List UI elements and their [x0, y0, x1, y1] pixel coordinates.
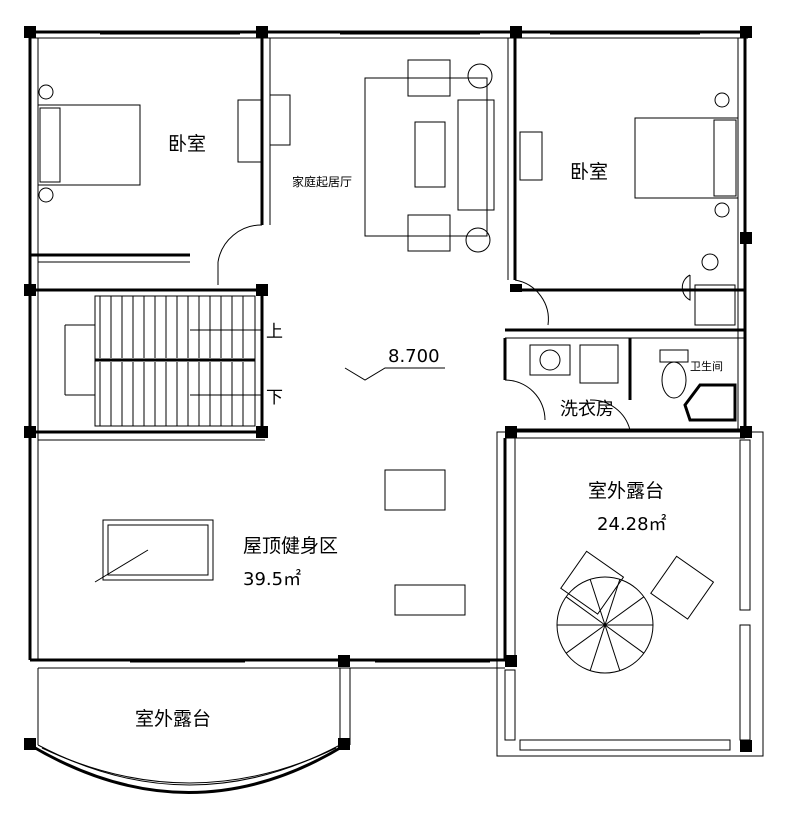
elevation-marker	[344, 367, 445, 381]
label-stairs-down: 下	[266, 388, 283, 408]
umbrella-rib	[604, 624, 621, 671]
umbrella-rib	[565, 624, 606, 654]
label-bedroom-right: 卧室	[570, 161, 608, 183]
gym-equipment	[94, 469, 466, 616]
umbrella-rib	[589, 579, 606, 626]
columns	[24, 26, 752, 752]
label-bathroom: 卫生间	[690, 359, 723, 373]
label-gym: 屋顶健身区	[243, 535, 338, 557]
label-laundry: 洗衣房	[560, 399, 614, 420]
label-family-living: 家庭起居厅	[292, 174, 352, 189]
umbrella-rib	[604, 624, 645, 654]
label-gym-area: 39.5㎡	[243, 568, 301, 590]
label-terrace-right: 室外露台	[588, 480, 664, 502]
umbrella-rib	[565, 596, 606, 626]
label-terrace-right-area: 24.28㎡	[597, 513, 667, 535]
label-bedroom-left: 卧室	[168, 133, 206, 155]
umbrella-rib	[589, 624, 606, 671]
terrace-bottom	[29, 668, 351, 794]
doors	[217, 224, 631, 431]
umbrella-rib	[604, 579, 621, 626]
bedroom-right-furniture	[519, 92, 739, 326]
label-elevation: 8.700	[388, 346, 440, 367]
label-stairs-up: 上	[266, 322, 283, 342]
label-terrace-bottom: 室外露台	[135, 708, 211, 730]
bath-laundry-fixtures	[529, 344, 737, 422]
living-furniture	[269, 59, 495, 253]
stairs	[64, 295, 262, 427]
terrace-right	[496, 431, 764, 757]
umbrella-rib	[604, 596, 645, 626]
bedroom-left-furniture	[37, 84, 263, 203]
